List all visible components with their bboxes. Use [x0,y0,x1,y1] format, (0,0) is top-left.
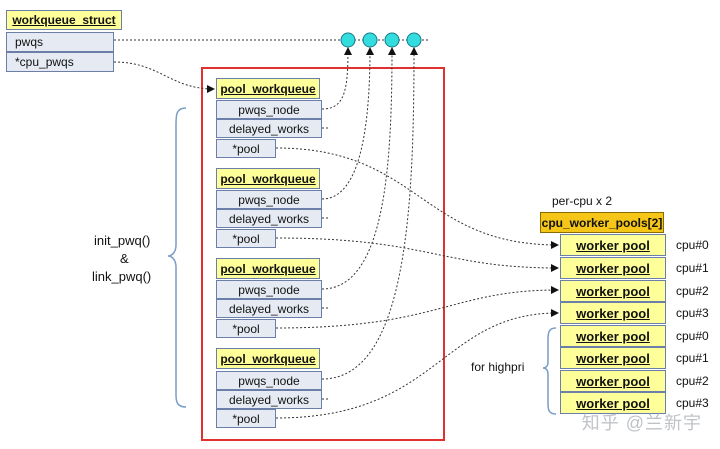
pwqs-node-link-4 [321,47,418,380]
list-node-2 [362,32,378,48]
ampersand-label: & [120,251,129,266]
init-pwq-label: init_pwq() [94,233,151,248]
pool-workqueue-2-pwqs-node: pwqs_node [216,190,322,209]
worker-pool-highpri-1: worker pool [560,347,666,369]
pool-workqueue-4-header: pool_workqueue [216,348,320,369]
worker-pool-highpri-0: worker pool [560,325,666,347]
cpu-label-2: cpu#2 [676,284,709,298]
highpri-brace [542,327,557,415]
pool-workqueue-3-pwqs-node: pwqs_node [216,280,322,299]
worker-pool-normal-0: worker pool [560,234,666,256]
left-brace [167,107,187,408]
pool-pointer-2 [275,237,559,272]
per-cpu-label: per-cpu x 2 [552,194,613,208]
cpu-label-1: cpu#1 [676,261,709,275]
pwqs-node-link-3 [321,47,396,290]
workqueue-struct-pwqs-field: pwqs [6,32,114,52]
pool-workqueue-2-header: pool_workqueue [216,168,320,189]
pool-workqueue-1-delayed-works: delayed_works [216,119,322,138]
cpu-worker-pools-header: cpu_worker_pools[2] [540,212,664,233]
cpu-label-4: cpu#0 [676,329,709,343]
watermark: 知乎 @兰新宇 [581,413,702,433]
pool-workqueue-2-delayed-works: delayed_works [216,209,322,228]
worker-pool-normal-1: worker pool [560,257,666,279]
cpu-label-6: cpu#2 [676,374,709,388]
pool-workqueue-2-pool: *pool [216,229,276,248]
pool-pointer-4 [275,309,559,419]
worker-pool-normal-2: worker pool [560,280,666,302]
pool-workqueue-4-delayed-works: delayed_works [216,390,322,409]
link-pwq-label: link_pwq() [92,269,152,284]
pool-workqueue-1-header: pool_workqueue [216,78,320,99]
pwqs-node-link-1 [321,47,352,110]
pool-workqueue-1-pwqs-node: pwqs_node [216,100,322,119]
pwqs-node-link-2 [321,47,374,200]
for-highpri-label: for highpri [471,360,525,374]
pool-workqueue-4-pwqs-node: pwqs_node [216,371,322,390]
pool-pointer-1 [275,147,559,249]
pool-workqueue-3-pool: *pool [216,319,276,338]
pool-workqueue-3-header: pool_workqueue [216,258,320,279]
cpu-label-3: cpu#3 [676,306,709,320]
list-node-3 [384,32,400,48]
list-node-4 [406,32,422,48]
workqueue-struct-cpu-pwqs-field: *cpu_pwqs [6,52,114,72]
pool-workqueue-1-pool: *pool [216,139,276,158]
pool-workqueue-3-delayed-works: delayed_works [216,299,322,318]
worker-pool-highpri-3: worker pool [560,392,666,414]
pool-workqueue-frame [201,67,445,441]
cpu-label-0: cpu#0 [676,238,709,252]
list-node-1 [340,32,356,48]
cpu-pwqs-arrow [113,61,215,93]
pool-workqueue-4-pool: *pool [216,409,276,428]
workqueue-struct-header: workqueue_struct [6,10,122,30]
worker-pool-normal-3: worker pool [560,302,666,324]
worker-pool-highpri-2: worker pool [560,370,666,392]
cpu-label-5: cpu#1 [676,351,709,365]
cpu-label-7: cpu#3 [676,396,709,410]
pool-pointer-3 [275,286,559,329]
